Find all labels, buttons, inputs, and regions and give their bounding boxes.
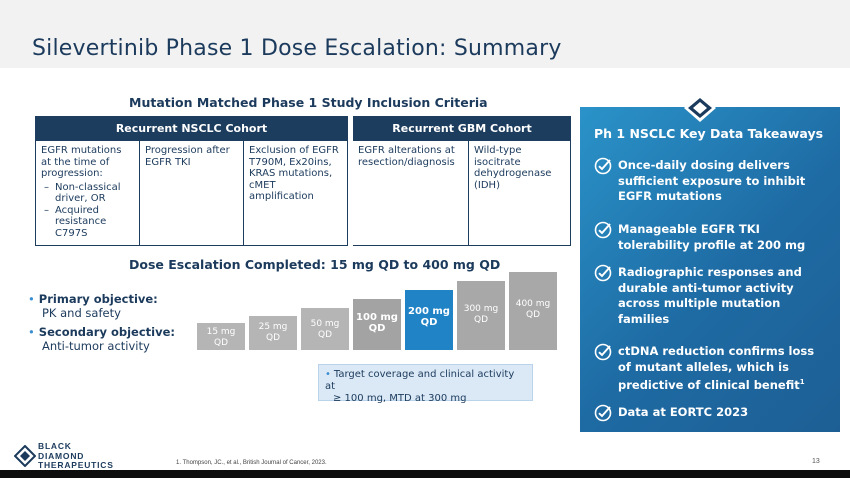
takeaway-item: ctDNA reduction confirms loss of mutant … bbox=[594, 343, 829, 393]
diamond-icon bbox=[684, 94, 716, 122]
check-circle-icon bbox=[594, 404, 612, 422]
takeaway-text: Radiographic responses and durable anti-… bbox=[618, 265, 802, 326]
dose-label: 50 mg bbox=[310, 319, 340, 329]
check-circle-icon bbox=[594, 221, 612, 239]
footnote-marker: 1 bbox=[799, 378, 805, 386]
note-line-2: ≥ 100 mg, MTD at 300 mg bbox=[333, 393, 467, 404]
secondary-objective-value: Anti-tumor activity bbox=[42, 339, 150, 353]
bullet-icon: • bbox=[325, 369, 331, 380]
nsclc-cohort-header: Recurrent NSCLC Cohort bbox=[35, 116, 348, 141]
logo-line: BLACK bbox=[38, 441, 72, 451]
list-item: Non-classical driver, OR bbox=[41, 182, 134, 205]
primary-objective-label: Primary objective: bbox=[38, 292, 158, 306]
gbm-cohort-header: Recurrent GBM Cohort bbox=[353, 116, 571, 141]
takeaway-text: Once-daily dosing delivers sufficient ex… bbox=[618, 158, 806, 203]
bullet-icon: • bbox=[28, 292, 35, 306]
nsclc-criterion-intro: EGFR mutations at the time of progressio… bbox=[41, 145, 122, 179]
nsclc-criterion-exclusion: Exclusion of EGFR T790M, Ex20ins, KRAS m… bbox=[244, 141, 348, 246]
header-band bbox=[0, 0, 850, 68]
gbm-criterion-alterations: EGFR alterations at resection/diagnosis bbox=[353, 141, 469, 246]
nsclc-criterion-progression: Progression after EGFR TKI bbox=[140, 141, 244, 246]
check-circle-icon bbox=[594, 343, 612, 361]
logo-line: DIAMOND bbox=[38, 450, 85, 461]
footnote: 1. Thompson, JC., et al., British Journa… bbox=[176, 460, 327, 466]
check-circle-icon bbox=[594, 157, 612, 175]
dose-frequency: QD bbox=[420, 316, 438, 328]
takeaway-item: Manageable EGFR TKI tolerability profile… bbox=[594, 221, 829, 253]
secondary-objective-label: Secondary objective: bbox=[38, 325, 175, 339]
criteria-heading: Mutation Matched Phase 1 Study Inclusion… bbox=[129, 95, 488, 110]
black-diamond-logo-icon bbox=[14, 445, 36, 467]
secondary-objective: •Secondary objective: Anti-tumor activit… bbox=[28, 325, 175, 353]
check-circle-icon bbox=[594, 264, 612, 282]
footer-band bbox=[0, 470, 850, 478]
dose-frequency: QD bbox=[317, 329, 332, 340]
escalation-heading: Dose Escalation Completed: 15 mg QD to 4… bbox=[129, 257, 501, 272]
dose-label: 400 mg bbox=[515, 299, 551, 309]
dose-label: 200 mg bbox=[408, 306, 450, 317]
dose-frequency: QD bbox=[265, 332, 280, 343]
note-line-1: Target coverage and clinical activity at bbox=[325, 369, 515, 392]
gbm-criterion-idh: Wild-type isocitrate dehydrogenase (IDH) bbox=[469, 141, 571, 246]
key-takeaways-panel: Ph 1 NSCLC Key Data Takeaways Once-daily… bbox=[580, 107, 840, 432]
logo-line: THERAPEUTICS bbox=[38, 460, 114, 470]
page-number: 13 bbox=[812, 458, 820, 465]
takeaway-text-body: ctDNA reduction confirms loss of mutant … bbox=[618, 344, 815, 392]
dose-label: 25 mg bbox=[258, 322, 288, 332]
takeaway-text: Data at EORTC 2023 bbox=[618, 405, 749, 419]
takeaways-title: Ph 1 NSCLC Key Data Takeaways bbox=[594, 126, 824, 141]
takeaway-text: ctDNA reduction confirms loss of mutant … bbox=[618, 344, 829, 393]
primary-objective-value: PK and safety bbox=[42, 306, 121, 320]
takeaway-item: Radiographic responses and durable anti-… bbox=[594, 264, 829, 327]
company-logo-text: BLACK DIAMOND THERAPEUTICS bbox=[38, 441, 114, 471]
list-item: Acquired resistance C797S bbox=[41, 205, 134, 240]
slide-title: Silevertinib Phase 1 Dose Escalation: Su… bbox=[32, 36, 562, 61]
nsclc-criterion-list: Non-classical driver, OR Acquired resist… bbox=[41, 182, 134, 240]
takeaway-item: Data at EORTC 2023 bbox=[594, 404, 829, 422]
dose-frequency: QD bbox=[368, 322, 386, 334]
dose-label: 100 mg bbox=[356, 312, 398, 323]
dose-frequency: QD bbox=[525, 309, 540, 320]
dose-frequency: QD bbox=[213, 337, 228, 348]
dose-label: 15 mg bbox=[206, 327, 236, 337]
takeaway-item: Once-daily dosing delivers sufficient ex… bbox=[594, 157, 829, 205]
nsclc-criterion-mutations: EGFR mutations at the time of progressio… bbox=[35, 141, 140, 246]
target-coverage-note: •Target coverage and clinical activity a… bbox=[318, 364, 533, 404]
dose-label: 300 mg bbox=[463, 304, 499, 314]
bullet-icon: • bbox=[28, 325, 35, 339]
dose-frequency: QD bbox=[473, 314, 488, 325]
primary-objective: •Primary objective: PK and safety bbox=[28, 292, 158, 320]
takeaway-text: Manageable EGFR TKI tolerability profile… bbox=[618, 222, 806, 252]
